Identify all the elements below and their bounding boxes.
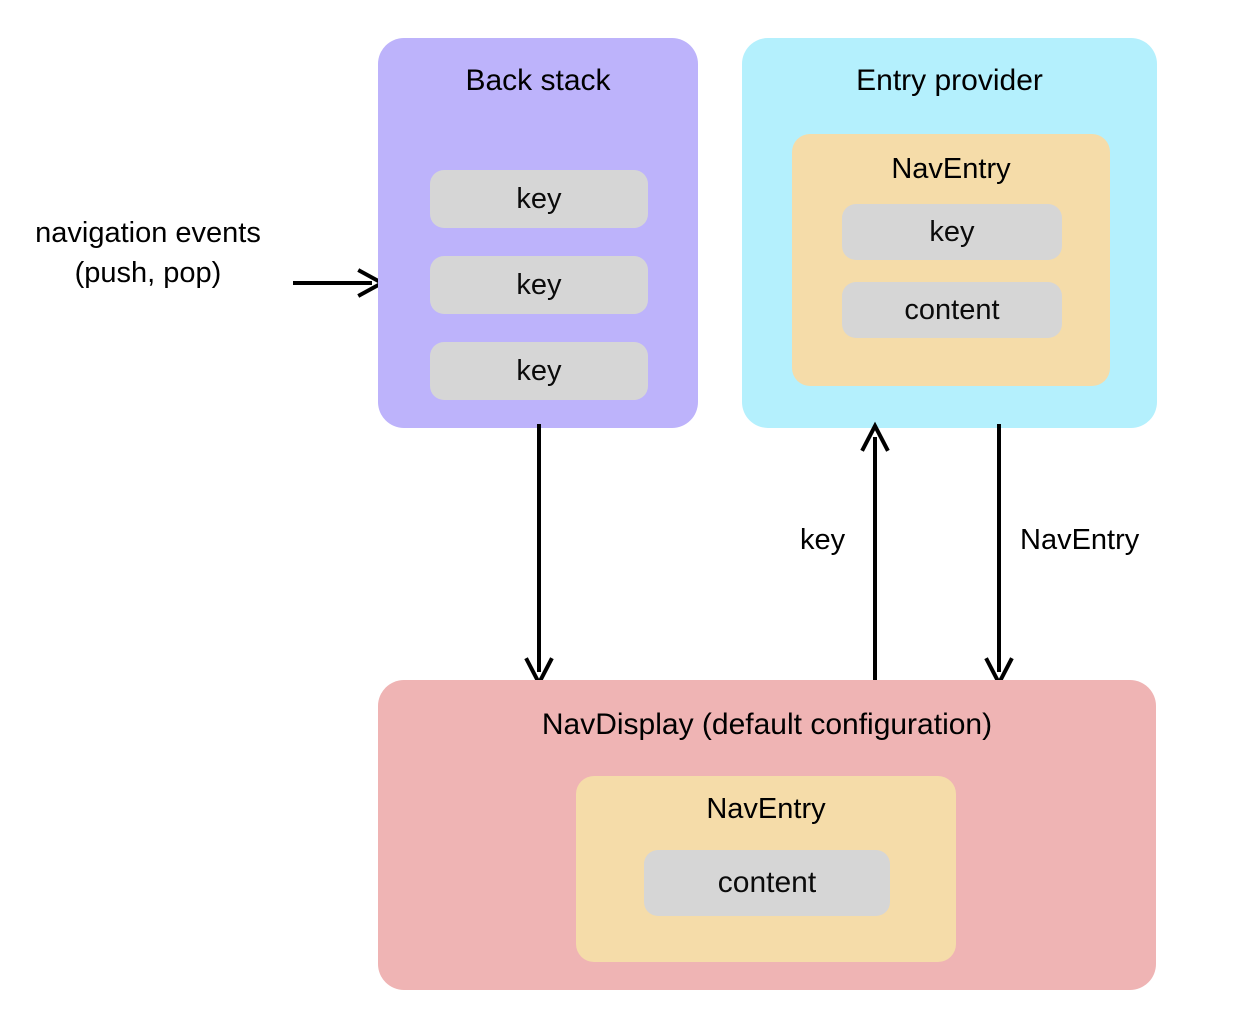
back-stack-key-item: key	[430, 256, 648, 314]
entry-provider-title: Entry provider	[856, 64, 1043, 97]
nav-display-title: NavDisplay (default configuration)	[541, 708, 993, 741]
entry-provider-panel: Entry provider NavEntry key content	[742, 38, 1157, 428]
nav-display-nav-entry-box: NavEntry content	[576, 776, 956, 962]
arrow-nav-entry-flow-label: NavEntry	[1020, 524, 1140, 556]
navigation-events-line-1: navigation events	[35, 217, 261, 249]
arrow-key-flow-label: key	[800, 524, 846, 556]
arrow-back-stack-to-nav-display	[524, 424, 554, 688]
back-stack-key-item: key	[430, 342, 648, 400]
back-stack-panel: Back stack key key key	[378, 38, 698, 428]
entry-provider-nav-entry-title: NavEntry	[891, 153, 1011, 185]
entry-provider-nav-entry-content-slot: content	[842, 282, 1062, 338]
entry-provider-nav-entry-box: NavEntry key content	[792, 134, 1110, 386]
arrow-nav-display-to-entry-provider	[860, 421, 890, 686]
navigation-events-label: navigation events (push, pop)	[10, 213, 286, 293]
navigation-events-line-2: (push, pop)	[74, 257, 222, 289]
nav-display-nav-entry-content-slot: content	[644, 850, 890, 916]
arrow-entry-provider-to-nav-display	[984, 424, 1014, 688]
nav-display-nav-entry-title: NavEntry	[706, 793, 826, 825]
arrow-navigation-events-to-back-stack	[293, 268, 387, 298]
entry-provider-nav-entry-key-slot: key	[842, 204, 1062, 260]
back-stack-title: Back stack	[465, 64, 611, 97]
back-stack-key-item: key	[430, 170, 648, 228]
nav-display-panel: NavDisplay (default configuration) NavEn…	[378, 680, 1156, 990]
